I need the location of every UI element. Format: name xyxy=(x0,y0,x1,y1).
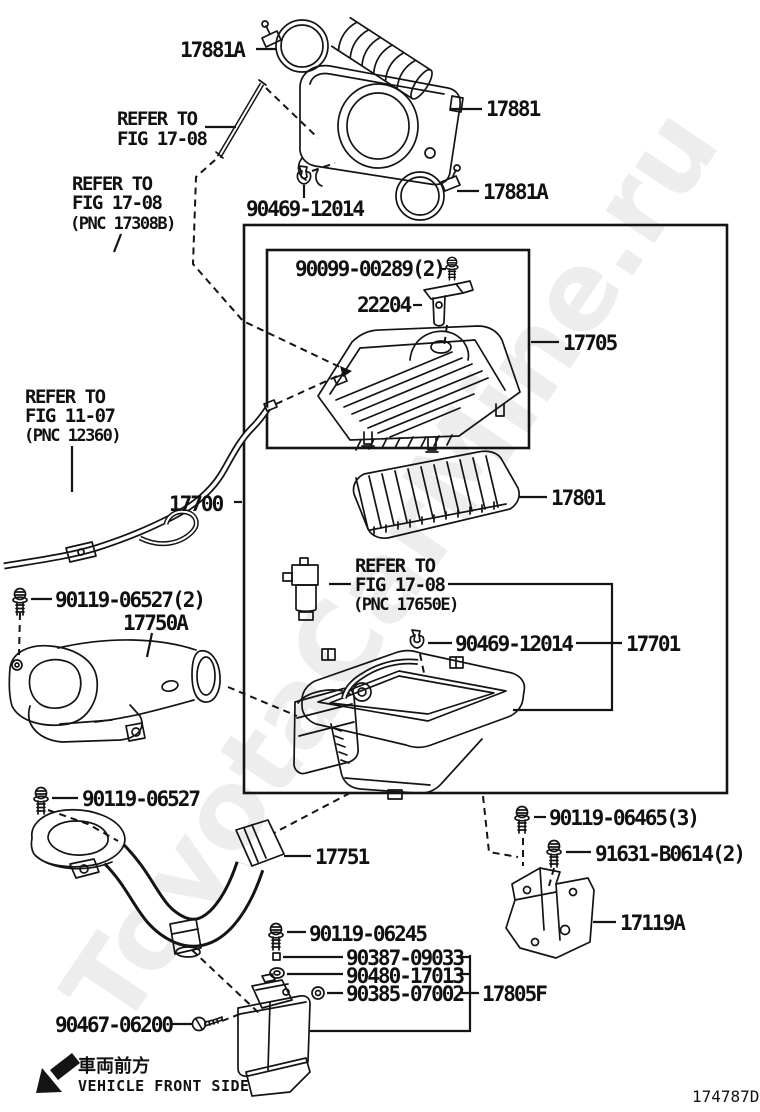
ref-line: REFER TO xyxy=(117,108,198,130)
ref-line: FIG 17-08 xyxy=(355,574,446,596)
ref-line: FIG 17-08 xyxy=(117,128,208,150)
resonator-screw-icon xyxy=(191,1016,223,1032)
maf-sensor-icon xyxy=(423,280,474,327)
ref-line: REFER TO xyxy=(72,173,153,195)
part-label-clamp-top: 17881A xyxy=(180,38,246,62)
part-label-bracket-bolt: 90119-06465(3) xyxy=(549,806,698,830)
resonator-drawing xyxy=(237,973,311,1097)
ref-line: REFER TO xyxy=(355,555,436,577)
cover-group-box xyxy=(265,248,531,450)
vehicle-front-label-en: VEHICLE FRONT SIDE xyxy=(78,1077,250,1095)
dashed-leader-lines xyxy=(18,87,555,1022)
part-label-cleaner-case: 17701 xyxy=(626,632,681,656)
vacuum-pipe-drawing xyxy=(215,79,267,159)
vsv-valve-icon xyxy=(282,557,319,621)
part-label-inlet-bolt: 90119-06527 xyxy=(82,787,200,811)
assembly-outline-box xyxy=(242,223,729,795)
leader-lines xyxy=(31,47,622,1033)
cleaner-case-drawing xyxy=(293,648,526,800)
resonator-collar-icon xyxy=(269,967,285,979)
ref-line: REFER TO xyxy=(25,386,106,408)
part-label-resonator-grommet: 90385-07002 xyxy=(346,982,463,1006)
part-label-case-clamp: 90469-12014 xyxy=(455,632,573,656)
inlet-bolt-pair-icon xyxy=(12,587,28,616)
part-label-cover-bolt: 90099-00289(2) xyxy=(295,257,444,281)
cover-bolt-icon xyxy=(445,256,459,281)
inlet-bolt-icon xyxy=(33,786,49,815)
part-label-maf-sensor: 22204 xyxy=(357,293,412,317)
hose-clamp-upper-clip-icon xyxy=(296,165,312,185)
part-label-air-hose: 17881 xyxy=(486,97,541,121)
vehicle-front-arrow-icon xyxy=(36,1053,80,1093)
resonator-bolt-icon xyxy=(268,922,284,951)
hose-clamp-lower-drawing xyxy=(395,164,461,221)
bracket-bolt-icon xyxy=(514,805,530,834)
ref-line: FIG 17-08 xyxy=(72,192,163,214)
part-label-inlet-lower: 17751 xyxy=(315,845,370,869)
part-label-hose-clamp-upper: 90469-12014 xyxy=(246,197,364,221)
part-label-inlet-bolt-pair: 90119-06527(2) xyxy=(55,588,204,612)
part-label-bracket: 17119A xyxy=(620,911,686,935)
part-label-cleaner-assembly: 17700 xyxy=(169,492,224,516)
figure-code: 174787D xyxy=(692,1087,759,1106)
part-label-resonator-collar: 90480-17013 xyxy=(346,964,464,988)
resonator-grommet-icon xyxy=(311,986,325,1000)
inlet-duct-upper-drawing xyxy=(8,639,221,743)
bracket-drawing xyxy=(505,867,595,959)
filter-element-drawing xyxy=(352,450,520,539)
ref-line: (PNC 17650E) xyxy=(353,595,458,615)
part-label-bracket-flange-bolt: 91631-B0614(2) xyxy=(595,842,744,866)
harness-hose-drawing xyxy=(3,399,278,570)
part-label-resonator: 17805F xyxy=(482,982,547,1006)
vehicle-front-label-jp: 車両前方 xyxy=(78,1055,150,1077)
hose-clamp-top-drawing xyxy=(261,19,329,73)
part-label-clamp-lower: 17881A xyxy=(483,180,549,204)
bracket-flange-bolt-icon xyxy=(546,839,562,868)
ref-note-fig1708-top: REFER TO FIG 17-08 xyxy=(117,108,209,150)
inlet-duct-lower-drawing xyxy=(30,808,285,958)
ref-line: FIG 11-07 xyxy=(25,405,116,427)
ref-note-pnc17308b: REFER TO FIG 17-08 (PNC 17308B) xyxy=(70,173,176,234)
resonator-pin-icon xyxy=(272,952,281,961)
ref-line: (PNC 12360) xyxy=(24,426,120,446)
ref-note-pnc17650e: REFER TO FIG 17-08 (PNC 17650E) xyxy=(353,555,459,615)
part-label-resonator-bolt: 90119-06245 xyxy=(309,922,427,946)
part-label-filter-element: 17801 xyxy=(551,486,606,510)
air-hose-drawing xyxy=(297,16,464,187)
ref-note-pnc12360: REFER TO FIG 11-07 (PNC 12360) xyxy=(24,386,122,446)
ref-line: (PNC 17308B) xyxy=(70,214,175,234)
part-label-resonator-screw: 90467-06200 xyxy=(55,1013,173,1037)
part-label-resonator-pin: 90387-09033 xyxy=(346,946,464,970)
part-label-cleaner-cover: 17705 xyxy=(563,331,618,355)
part-label-inlet-upper: 17750A xyxy=(123,611,189,635)
